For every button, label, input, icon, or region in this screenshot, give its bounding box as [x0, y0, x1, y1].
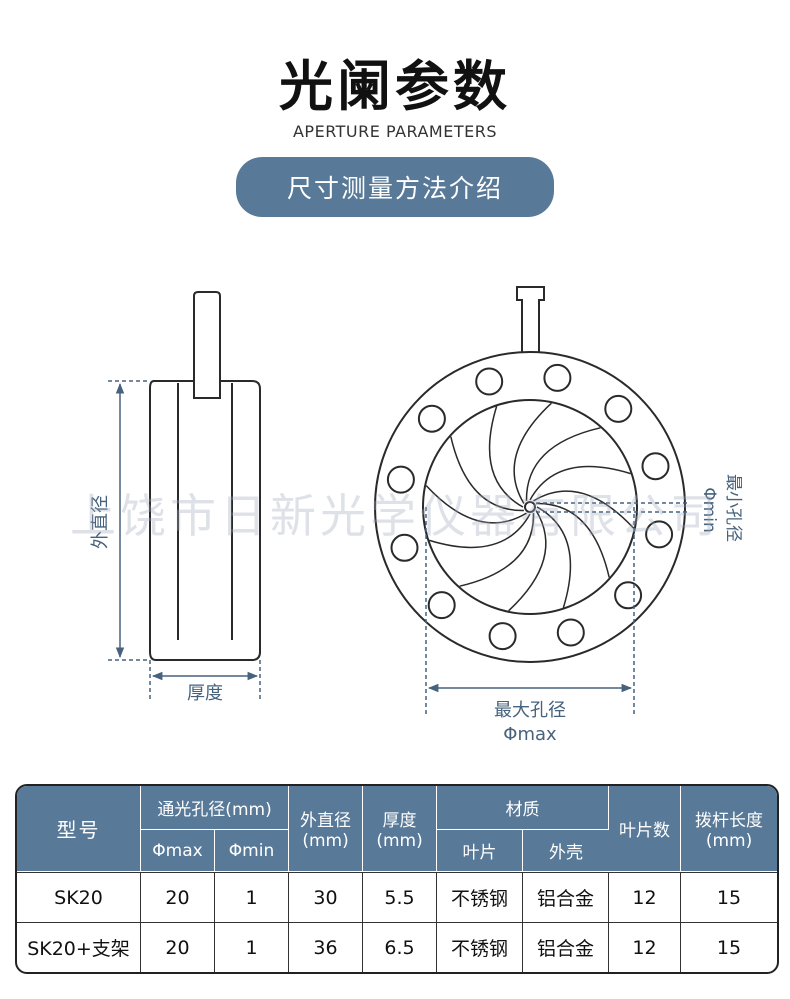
mounting-hole [614, 581, 643, 610]
mounting-hole [427, 591, 456, 620]
cell-model: SK20+支架 [17, 922, 141, 972]
table-row: SK20+支架 20 1 36 6.5 不锈钢 铝合金 12 15 [17, 922, 778, 972]
iris-blade [525, 427, 601, 501]
cell-outer: 30 [289, 872, 364, 922]
page-title: 光阑参数 [279, 55, 511, 118]
thickness-dimension [149, 660, 261, 702]
cell-lever: 15 [681, 872, 778, 922]
cell-outer: 36 [289, 922, 364, 972]
mounting-hole [475, 367, 504, 396]
cell-shell: 铝合金 [523, 872, 610, 922]
thickness-label: 厚度 [187, 683, 223, 704]
header-material: 材质 [437, 786, 610, 830]
iris-blade [450, 436, 524, 512]
min-aperture-label: 最小孔径 [723, 474, 743, 542]
header-shell: 外壳 [523, 830, 610, 872]
min-aperture-dimension [536, 502, 690, 513]
cell-blades: 12 [609, 872, 682, 922]
cell-thickness: 6.5 [363, 922, 438, 972]
inner-ring [422, 399, 638, 615]
iris-blade [488, 406, 524, 508]
iris-blade [513, 402, 552, 504]
header-phi-max: Φmax [141, 830, 215, 872]
outer-diameter-dimension [108, 380, 150, 661]
iris-blade [533, 490, 635, 529]
header-clear-aperture: 通光孔径(mm) [141, 786, 290, 830]
header-thickness: 厚度 (mm) [363, 786, 438, 872]
section-label: 尺寸测量方法介绍 [286, 174, 503, 203]
mounting-hole [390, 533, 419, 562]
cell-blades: 12 [609, 922, 682, 972]
header-outer-diameter: 外直径 (mm) [289, 786, 364, 872]
mounting-hole [488, 622, 517, 651]
side-view-body [149, 380, 261, 661]
mounting-holes [386, 363, 674, 651]
cell-model: SK20 [17, 872, 141, 922]
mounting-hole [645, 520, 674, 549]
cell-phi-min: 1 [215, 872, 290, 922]
header-phi-min: Φmin [215, 830, 290, 872]
table-row: SK20 20 1 30 5.5 不锈钢 铝合金 12 15 [17, 872, 778, 922]
max-aperture-symbol: Φmax [503, 724, 557, 745]
mounting-hole [543, 363, 572, 392]
cell-phi-min: 1 [215, 922, 290, 972]
iris-blade [536, 502, 610, 578]
mounting-hole [641, 452, 670, 481]
iris-blade [425, 485, 527, 524]
min-aperture-symbol: Φmin [699, 487, 719, 532]
front-view [374, 286, 686, 663]
section-label-pill: 尺寸测量方法介绍 [236, 157, 554, 217]
max-aperture-dimension [425, 507, 635, 714]
mounting-hole [556, 618, 585, 647]
header-model: 型号 [17, 786, 141, 872]
iris-blade [459, 513, 535, 587]
cell-blade: 不锈钢 [437, 922, 524, 972]
cell-shell: 铝合金 [523, 922, 610, 972]
header-blade-count: 叶片数 [609, 786, 682, 872]
outer-diameter-label: 外直径 [90, 495, 111, 549]
page-subtitle: APERTURE PARAMETERS [292, 122, 497, 141]
cell-lever: 15 [681, 922, 778, 972]
side-view [149, 291, 261, 661]
cell-blade: 不锈钢 [437, 872, 524, 922]
max-aperture-label: 最大孔径 [494, 700, 566, 721]
iris-blade [529, 465, 631, 501]
spec-table: 型号 通光孔径(mm) 外直径 (mm) 厚度 (mm) 材质 叶片数 拨杆长度… [15, 784, 780, 974]
min-aperture-hole [524, 501, 536, 513]
cell-phi-max: 20 [141, 872, 215, 922]
cell-thickness: 5.5 [363, 872, 438, 922]
front-view-lever [516, 286, 545, 352]
mounting-hole [604, 394, 633, 423]
cell-phi-max: 20 [141, 922, 215, 972]
watermark: 上饶市日新光学仪器有限公司 [70, 489, 720, 543]
header-lever-length: 拨杆长度 (mm) [681, 786, 778, 872]
header-blade: 叶片 [437, 830, 524, 872]
iris-blade [508, 510, 547, 612]
iris-blades [425, 402, 635, 612]
iris-blade [429, 513, 531, 549]
mounting-hole [417, 404, 446, 433]
mounting-hole [386, 465, 415, 494]
side-view-lever [193, 291, 221, 383]
iris-blade [536, 506, 572, 608]
